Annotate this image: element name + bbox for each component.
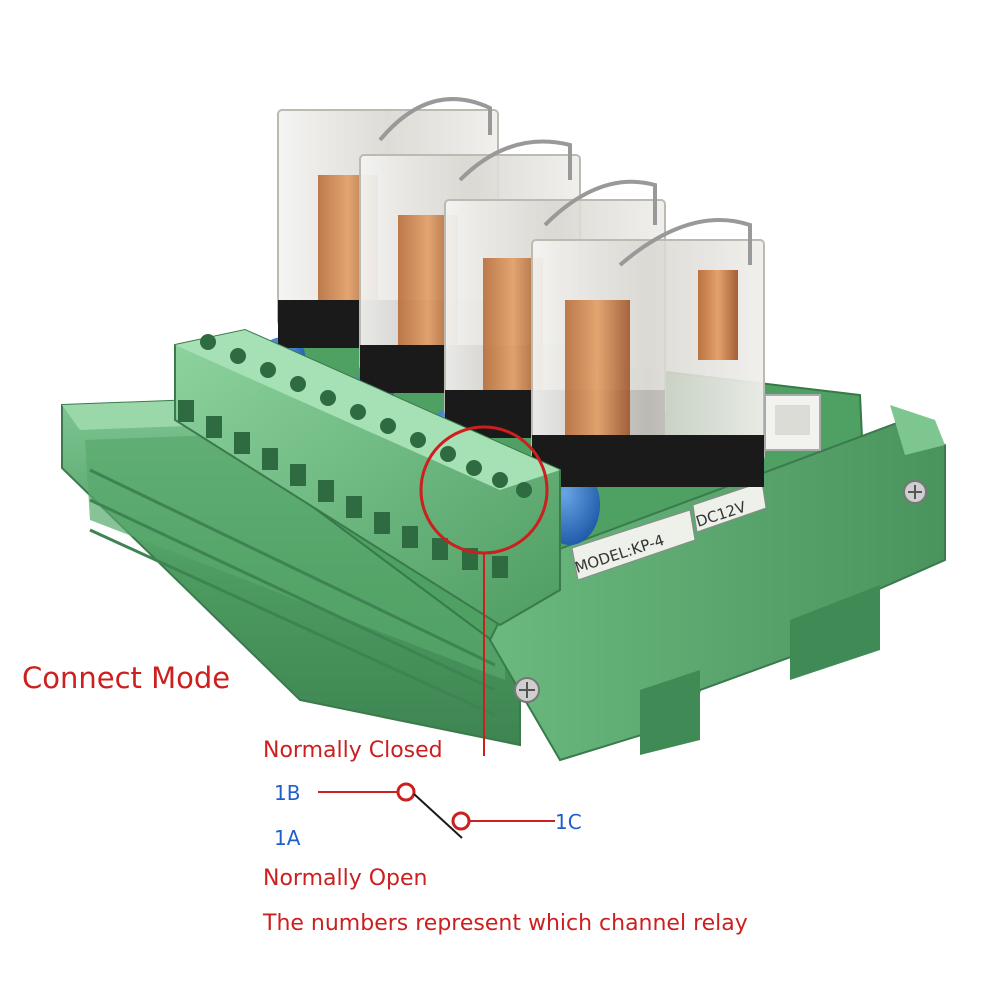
terminal-wire-slots bbox=[178, 400, 508, 578]
mounting-screw-right bbox=[903, 480, 927, 504]
right-end-block bbox=[488, 405, 946, 762]
terminal-screw-holes bbox=[200, 334, 532, 498]
connect-mode-title: Connect Mode bbox=[22, 661, 231, 695]
terminal-1c-label: 1C bbox=[555, 810, 582, 834]
terminal-1b-label: 1B bbox=[274, 781, 301, 805]
normally-closed-label: Normally Closed bbox=[263, 738, 443, 763]
channel-note: The numbers represent which channel rela… bbox=[263, 911, 748, 936]
terminal-1a-label: 1A bbox=[274, 826, 301, 850]
relay-4 bbox=[531, 218, 765, 487]
power-connector bbox=[764, 394, 821, 451]
switch-schematic bbox=[318, 782, 555, 839]
normally-open-label: Normally Open bbox=[263, 866, 428, 891]
mounting-screw-front bbox=[514, 677, 540, 703]
highlight-circle bbox=[419, 425, 549, 756]
